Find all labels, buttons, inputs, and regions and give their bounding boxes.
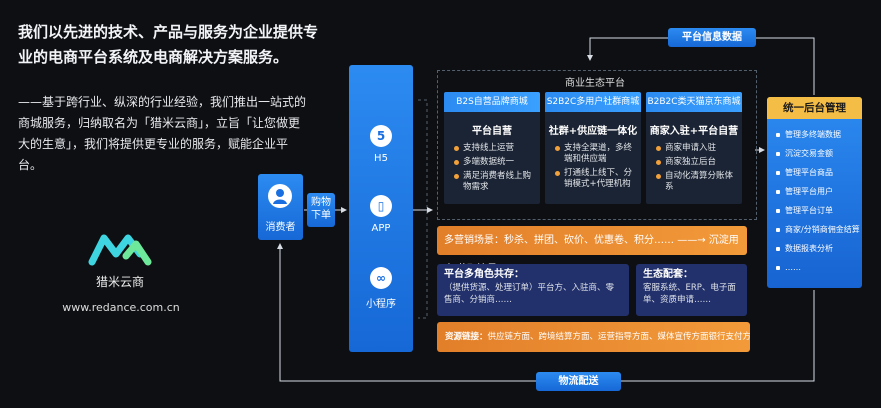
backend-item: 管理平台订单 xyxy=(776,201,862,220)
ecosystem-title: 商业生态平台 xyxy=(565,78,625,89)
mall-header: S2B2C多用户社群商城 xyxy=(545,92,641,112)
channels-panel: 5 H5 ▯ APP ∞ 小程序 xyxy=(349,65,413,352)
mall-s2b2c: S2B2C多用户社群商城 社群+供应链一体化 支持全渠道，多终端和供应端 打通线… xyxy=(545,92,641,204)
resources-desc: 供应链方面、跨境结算方面、运营指导方面、媒体宣传方面银行支付方面…… xyxy=(487,332,750,342)
channel-label: 小程序 xyxy=(366,299,396,310)
intro-body: ——基于跨行业、纵深的行业经验，我们推出一站式的商城服务，归纳取名为「猎米云商」… xyxy=(18,95,307,172)
intro-heading: 我们以先进的技术、产品与服务为企业提供专业的电商平台系统及电商解决方案服务。 xyxy=(18,23,319,66)
mall-feature: 支持全渠道，多终端和供应端 xyxy=(555,143,637,165)
mall-b2b2c: B2B2C类天猫京东商城 商家入驻+平台自营 商家申请入驻 商家独立后台 自动化… xyxy=(646,92,742,204)
eco-config-box: 生态配套： 客服系统、ERP、电子面单、资质申请…… xyxy=(636,264,747,316)
phone-icon: ▯ xyxy=(370,195,392,217)
mall-b2s: B2S自营品牌商城 平台自营 支持线上运营 多端数据统一 满足消费者线上购物需求 xyxy=(444,92,540,204)
mall-feature: 自动化清算分账体系 xyxy=(656,171,738,193)
mall-subtitle: 平台自营 xyxy=(472,126,512,137)
ecosystem-frame xyxy=(437,70,757,220)
platform-info-label: 平台信息数据 xyxy=(668,28,756,47)
brand-logo-icon xyxy=(88,234,152,266)
scenes-text: 多营销场景：秒杀、拼团、砍价、优惠卷、积分…… xyxy=(444,235,674,246)
backend-panel: 统一后台管理 管理多终端数据 沉淀交易金额 管理平台商品 管理平台用户 管理平台… xyxy=(767,97,862,288)
eco-config-desc: 客服系统、ERP、电子面单、资质申请…… xyxy=(643,283,736,305)
mall-feature: 多端数据统一 xyxy=(454,157,536,168)
mall-feature: 支持线上运营 xyxy=(454,143,536,154)
user-icon xyxy=(268,184,292,208)
channel-mini-program: ∞ 小程序 xyxy=(349,267,413,310)
html5-icon: 5 xyxy=(370,125,392,147)
scenes-arrow: ——→ xyxy=(677,235,706,246)
backend-item: 沉淀交易金额 xyxy=(776,144,862,163)
mall-subtitle: 社群+供应链一体化 xyxy=(548,126,638,137)
multirole-title: 平台多角色共存： xyxy=(444,269,524,280)
backend-item: 管理平台用户 xyxy=(776,182,862,201)
buy-order-node: 购物下单 xyxy=(307,193,335,227)
mini-program-icon: ∞ xyxy=(370,267,392,289)
backend-item: …… xyxy=(776,258,862,277)
backend-item: 数据报表分析 xyxy=(776,239,862,258)
backend-item: 管理多终端数据 xyxy=(776,125,862,144)
channel-app: ▯ APP xyxy=(349,195,413,234)
eco-config-title: 生态配套： xyxy=(643,269,693,280)
multirole-box: 平台多角色共存： （提供货源、处理订单）平台方、入驻商、零售商、分销商…… xyxy=(437,264,629,316)
channel-label: APP xyxy=(371,223,391,234)
backend-item: 商家/分销商佣金结算 xyxy=(776,220,862,239)
consumer-node: 消费者 xyxy=(258,174,303,240)
logistics-label: 物流配送 xyxy=(536,372,621,391)
mall-feature: 商家独立后台 xyxy=(656,157,738,168)
mall-subtitle: 商家入驻+平台自营 xyxy=(649,126,739,137)
consumer-label: 消费者 xyxy=(265,222,296,233)
brand-url: www.redance.com.cn xyxy=(62,301,180,314)
resources-title: 资源链接： xyxy=(445,332,488,342)
mall-feature: 满足消费者线上购物需求 xyxy=(454,171,536,193)
backend-title: 统一后台管理 xyxy=(767,97,862,119)
mall-feature: 商家申请入驻 xyxy=(656,143,738,154)
mall-header: B2B2C类天猫京东商城 xyxy=(646,92,742,112)
mall-feature: 打通线上线下、分销模式+代理机构 xyxy=(555,168,637,190)
channel-h5: 5 H5 xyxy=(349,125,413,164)
backend-item: 管理平台商品 xyxy=(776,163,862,182)
mall-header: B2S自营品牌商城 xyxy=(444,92,540,112)
marketing-scenes-bar: 多营销场景：秒杀、拼团、砍价、优惠卷、积分…… ——→ 沉淀用户 获取流量 xyxy=(437,226,747,275)
resources-bar: 资源链接：供应链方面、跨境结算方面、运营指导方面、媒体宣传方面银行支付方面…… xyxy=(437,322,750,352)
multirole-desc: （提供货源、处理订单）平台方、入驻商、零售商、分销商…… xyxy=(444,283,615,305)
brand-name: 猎米云商 xyxy=(95,275,144,289)
channel-label: H5 xyxy=(374,153,388,164)
